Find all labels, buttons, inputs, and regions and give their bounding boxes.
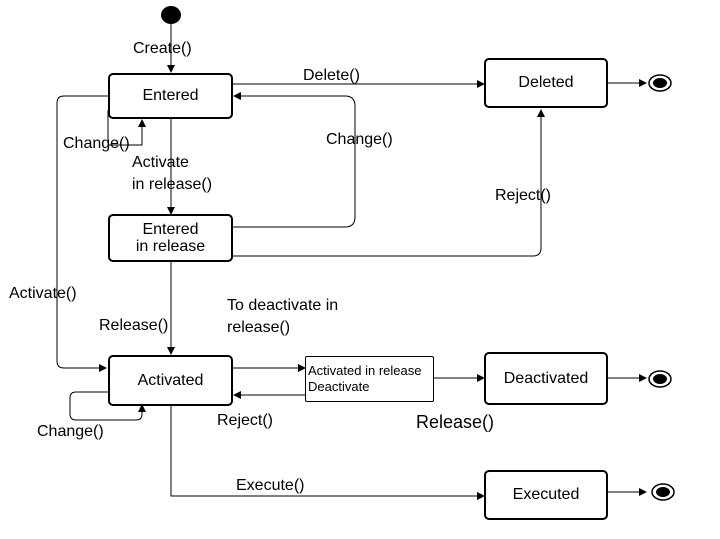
execute-arrow xyxy=(170,406,485,500)
label-create: Create() xyxy=(133,40,192,57)
initial-node xyxy=(161,6,181,24)
state-activated-in-release: Activated in release Deactivate xyxy=(305,356,434,402)
state-entered-in-release: Entered in release xyxy=(108,214,233,262)
label-release-deactivated: Release() xyxy=(416,412,495,432)
reject-deleted-arrow xyxy=(232,109,545,257)
label-delete: Delete() xyxy=(303,67,360,84)
state-deleted-label: Deleted xyxy=(518,74,574,91)
label-to-deactivate: To deactivate in release() xyxy=(227,297,339,336)
state-entered: Entered xyxy=(108,73,233,119)
label-activate: Activate() xyxy=(9,285,77,302)
state-entered-label: Entered xyxy=(142,87,199,104)
activate-arrow xyxy=(56,95,108,372)
label-change-entered: Change() xyxy=(63,135,130,152)
state-activated-label: Activated xyxy=(137,371,204,389)
change-release-arrow xyxy=(232,92,356,228)
state-activated: Activated xyxy=(108,355,233,406)
final-node-deactivated xyxy=(648,370,672,388)
state-deactivated: Deactivated xyxy=(484,352,608,405)
change-activated-arrow xyxy=(69,391,146,421)
state-deactivated-label: Deactivated xyxy=(503,369,589,387)
final-node-deleted xyxy=(648,74,672,92)
label-reject-deleted: Reject() xyxy=(495,187,552,204)
label-reject-activated: Reject() xyxy=(217,412,274,429)
state-executed: Executed xyxy=(484,470,608,520)
state-activated-in-release-label: Activated in release Deactivate xyxy=(308,363,422,394)
change-entered-arrow xyxy=(107,110,146,146)
label-change-activated: Change() xyxy=(37,423,104,440)
state-deleted: Deleted xyxy=(484,58,608,108)
label-change-release: Change() xyxy=(326,131,393,148)
final-node-executed xyxy=(651,483,675,501)
state-executed-label: Executed xyxy=(512,486,580,503)
state-entered-in-release-label: Entered in release xyxy=(135,221,206,255)
label-release: Release() xyxy=(99,317,169,334)
label-activate-in-release: Activate in release() xyxy=(132,154,213,193)
label-execute: Execute() xyxy=(236,477,305,494)
